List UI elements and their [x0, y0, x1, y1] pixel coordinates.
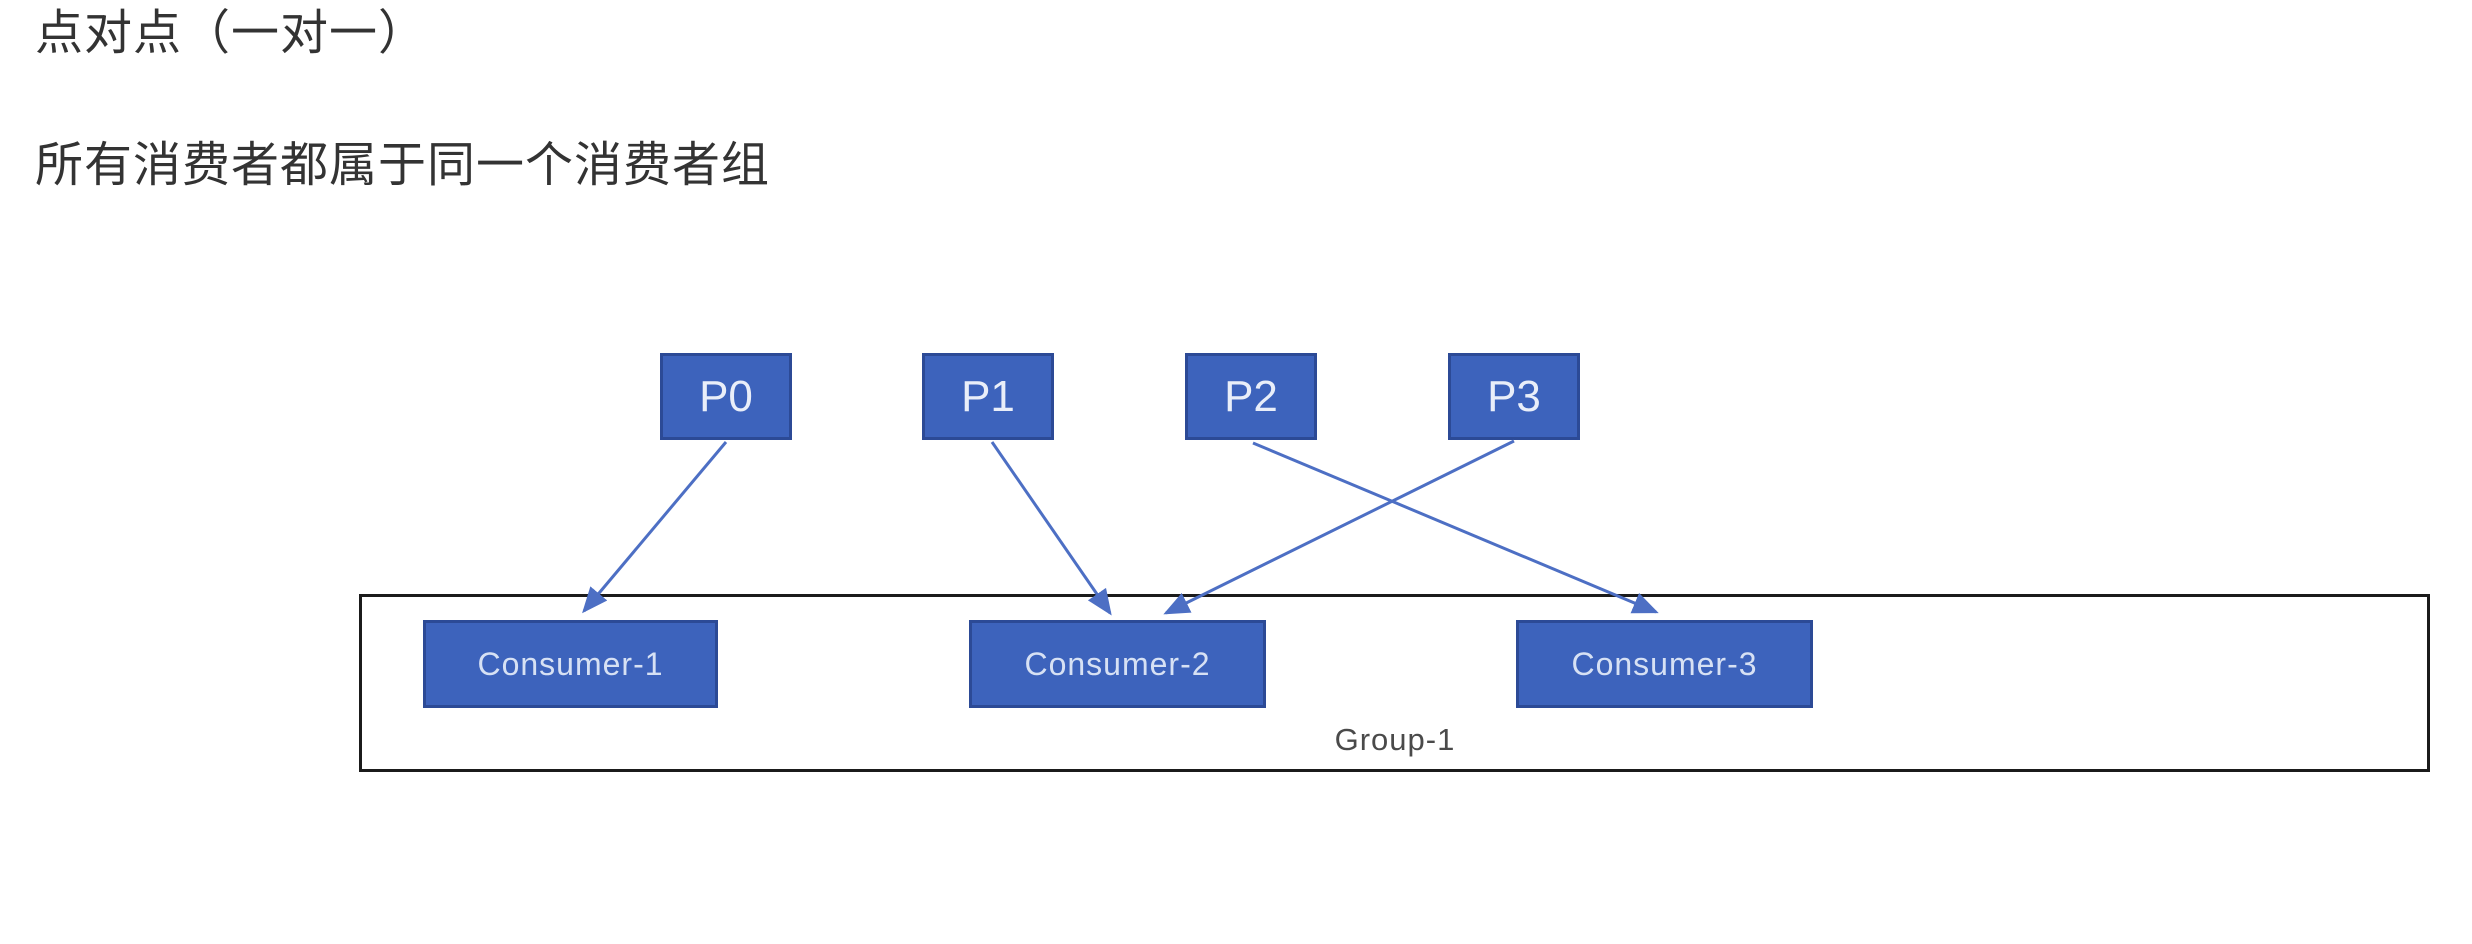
partition-label: P1	[961, 371, 1015, 421]
partition-label: P3	[1487, 371, 1541, 421]
partition-box-p1: P1	[922, 353, 1054, 440]
page-subtitle: 所有消费者都属于同一个消费者组	[35, 139, 771, 192]
partition-label: P2	[1224, 371, 1278, 421]
consumer-label: Consumer-2	[1024, 645, 1211, 682]
arrow-p0-to-consumer1	[582, 441, 728, 614]
arrow-p3-to-consumer2	[1163, 439, 1515, 615]
partition-box-p0: P0	[660, 353, 792, 440]
consumer-box-1: Consumer-1	[423, 620, 718, 708]
consumer-box-3: Consumer-3	[1516, 620, 1813, 708]
consumer-label: Consumer-3	[1571, 645, 1758, 682]
consumer-group-label: Group-1	[1334, 722, 1456, 757]
partition-box-p3: P3	[1448, 353, 1580, 440]
consumer-label: Consumer-1	[477, 645, 664, 682]
arrow-p1-to-consumer2	[990, 441, 1112, 616]
page-title: 点对点（一对一）	[35, 7, 428, 60]
arrow-p2-to-consumer3	[1252, 441, 1659, 614]
partition-label: P0	[699, 371, 753, 421]
partition-box-p2: P2	[1185, 353, 1317, 440]
consumer-box-2: Consumer-2	[969, 620, 1266, 708]
